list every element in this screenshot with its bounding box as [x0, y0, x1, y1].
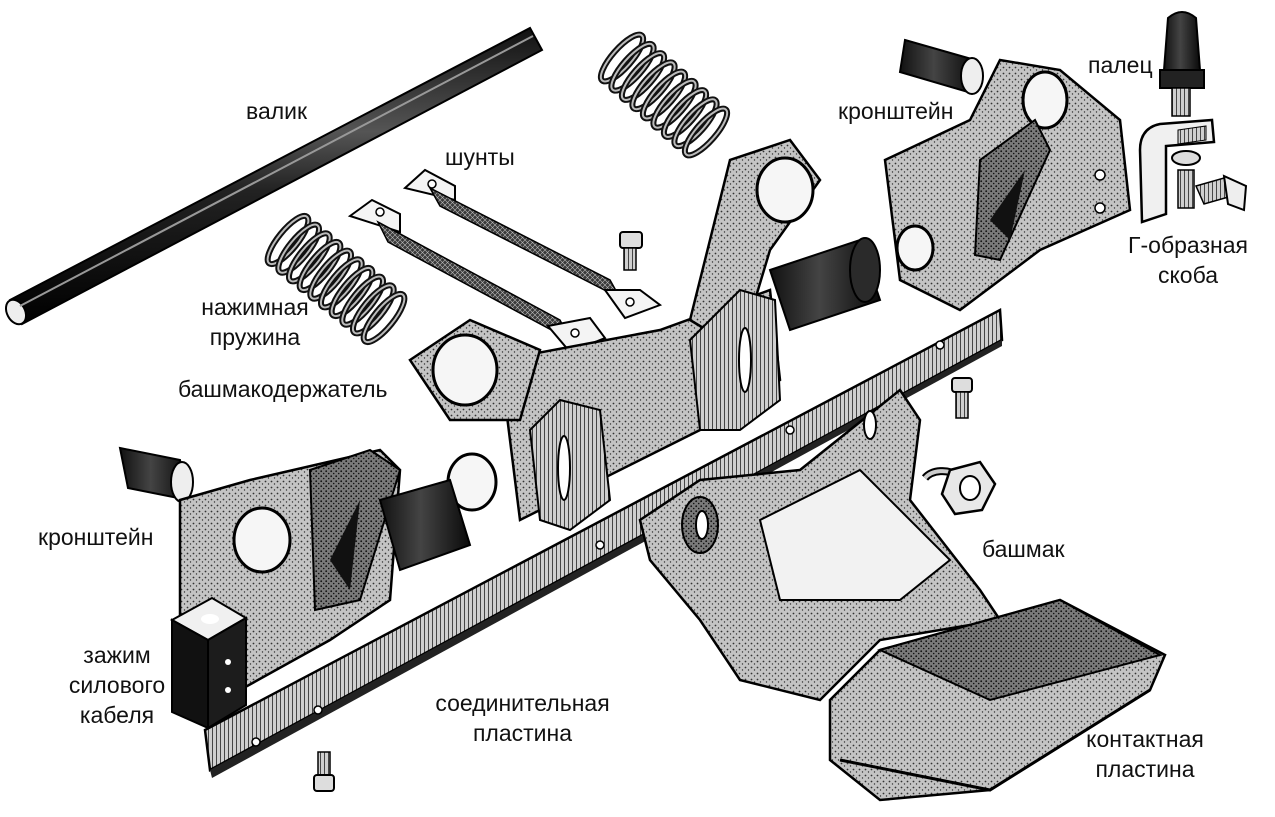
- l-shaped-bracket: [1138, 118, 1216, 224]
- label-spring-line2: пружина: [209, 324, 301, 350]
- spring-coil: [618, 50, 668, 103]
- shunt-upper: [402, 168, 663, 320]
- spring-coil: [599, 33, 645, 83]
- spring-coil: [662, 89, 708, 138]
- roller-rod: [4, 26, 544, 326]
- spring-coil: [286, 230, 333, 285]
- spring-coil: [298, 240, 342, 292]
- label-shoe-holder: башмакодержатель: [178, 376, 388, 402]
- spring-coil: [650, 77, 699, 131]
- pressure-spring-left: [264, 212, 408, 346]
- pressure-spring-top: [597, 31, 731, 159]
- spring-coil: [288, 232, 331, 283]
- spring-coil: [629, 59, 678, 113]
- label-clamp-line3: кабеля: [79, 702, 155, 728]
- spring-coil: [275, 221, 322, 276]
- spring-coil: [296, 238, 344, 294]
- label-contact-plate-line1: контактная: [1086, 726, 1204, 752]
- spring-coil: [360, 290, 408, 346]
- spring-coil: [339, 273, 386, 328]
- label-shunts: шунты: [445, 144, 515, 170]
- shoe-holder: [408, 138, 882, 532]
- spring-coil: [652, 79, 697, 129]
- label-spring-line1: нажимная: [201, 294, 309, 320]
- spring-coil: [330, 266, 374, 318]
- spring-coil: [352, 284, 395, 335]
- screw-bottom: [313, 751, 335, 792]
- screw-top: [619, 231, 643, 271]
- spring-coil: [318, 256, 365, 311]
- spring-coil: [597, 31, 647, 85]
- spring-coil: [341, 275, 384, 326]
- spring-coil: [639, 68, 689, 122]
- spring-coil: [266, 214, 310, 266]
- label-l-bracket-line1: Г-образная: [1128, 232, 1248, 258]
- finger-pin: [1159, 11, 1205, 117]
- label-connecting-plate-line1: соединительная: [435, 690, 610, 716]
- spring-coil: [309, 249, 352, 300]
- spring-coil: [631, 61, 676, 111]
- label-clamp-line1: зажим: [83, 642, 151, 668]
- spring-coil: [673, 98, 718, 148]
- spring-coil: [641, 70, 687, 120]
- cable-clamp: [169, 596, 248, 730]
- spring-coil: [671, 96, 720, 150]
- label-shoe: башмак: [982, 536, 1065, 562]
- label-bracket-top: кронштейн: [838, 98, 954, 124]
- label-contact-plate-line2: пластина: [1095, 756, 1195, 782]
- label-l-bracket-line2: скоба: [1157, 262, 1219, 288]
- spring-coil: [264, 212, 312, 268]
- bolt-right: [1194, 174, 1248, 212]
- spring-coil: [683, 107, 729, 157]
- spring-coil: [608, 40, 657, 94]
- bracket-top-right: [883, 38, 1132, 312]
- spring-coil: [277, 223, 320, 274]
- spring-coil: [620, 52, 666, 101]
- label-clamp-line2: силового: [68, 672, 166, 698]
- connecting-plate: [203, 307, 1004, 778]
- spring-coil: [320, 258, 363, 309]
- spring-coil: [681, 105, 731, 159]
- shoe: [638, 388, 1003, 702]
- spring-coil: [362, 292, 406, 344]
- screw-right: [951, 377, 973, 419]
- spring-coil: [328, 264, 376, 320]
- label-connecting-plate-line2: пластина: [472, 720, 573, 746]
- label-bracket-left: кронштейн: [38, 524, 154, 550]
- label-roller: валик: [246, 98, 308, 124]
- contact-plate: [828, 598, 1167, 802]
- spring-coil: [350, 282, 397, 337]
- spring-coil: [610, 42, 655, 92]
- hex-nut: [940, 460, 997, 516]
- label-finger: палец: [1088, 52, 1153, 78]
- spring-coil: [660, 87, 710, 140]
